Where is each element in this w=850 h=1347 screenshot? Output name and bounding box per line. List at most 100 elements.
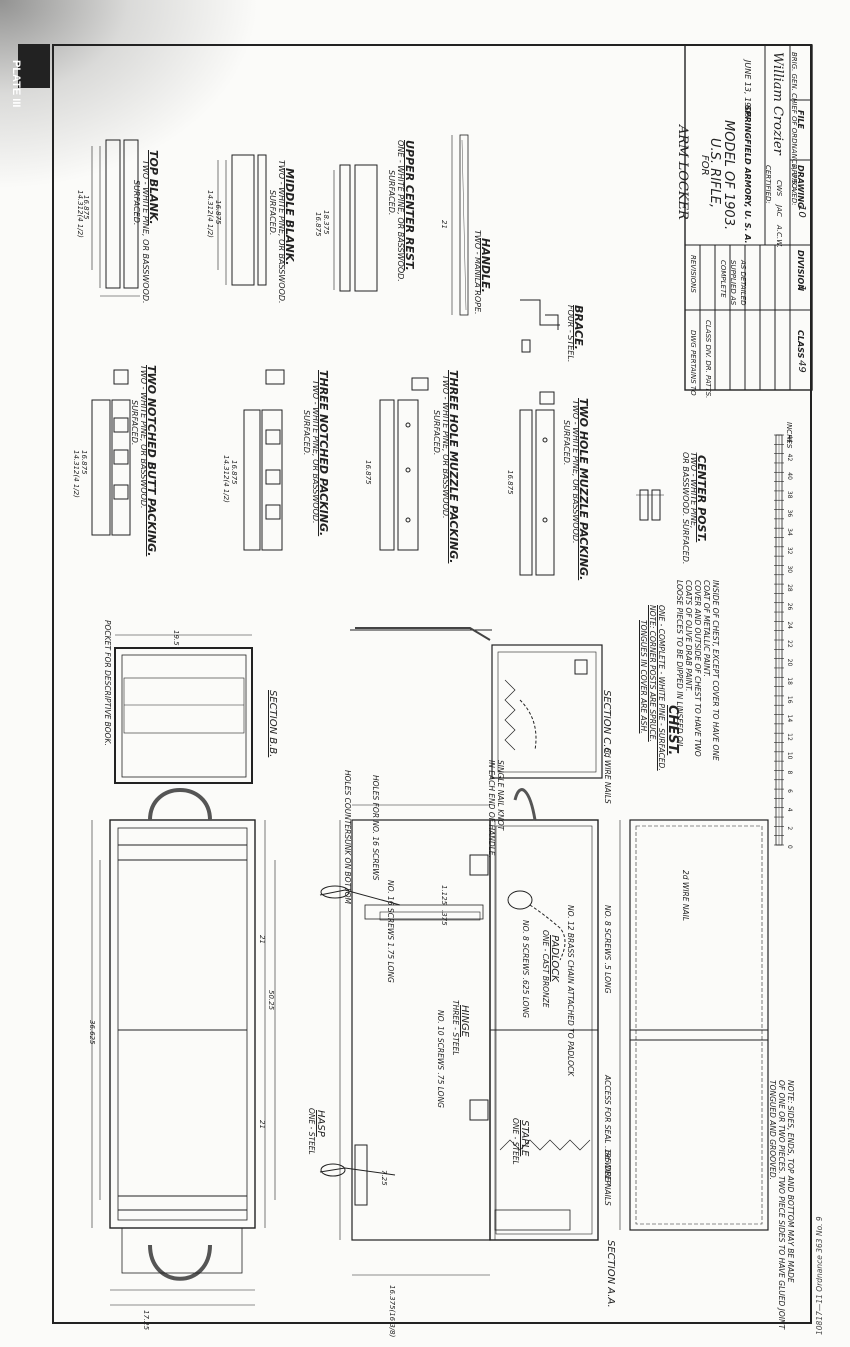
scale-tick-label: 10 <box>786 752 793 760</box>
single-nail-note2: IN EACH END OF HANDLE. <box>487 760 496 858</box>
scale-tick-label: 30 <box>786 565 793 573</box>
plan-dim-1725: 17.25 <box>142 1310 150 1331</box>
chest-line2: NOTE: CORNER POSTS ARE SPRUCE. <box>648 605 657 742</box>
tb-drawing-label: DRAWING <box>796 165 805 209</box>
three-notched-drawing <box>243 369 285 551</box>
wire-nails6-note: 6d WIRE NAILS <box>603 1150 612 1206</box>
tb-division-val: 1 <box>796 285 807 292</box>
section-bb-drawing <box>114 634 253 784</box>
two-hole-dim1: 16.875 <box>506 470 514 495</box>
plan-dim-16375: 16.375(16 3/8) <box>388 1285 396 1338</box>
tb-dwg-pertains: DWG PERTAINS TO <box>689 330 697 396</box>
staple-sub: ONE - STEEL <box>511 1118 520 1165</box>
handle-drawing <box>451 134 469 316</box>
tb-signature: William Crozier <box>770 52 785 155</box>
wire-nail-note: 2d WIRE NAIL <box>681 870 690 922</box>
plan-dim-21b: 21 <box>258 1120 266 1129</box>
center-post-drawing <box>636 489 664 521</box>
three-hole-dim1: 16.875 <box>364 460 372 485</box>
plate-tab <box>18 44 50 88</box>
scale-tick-label: 12 <box>786 733 793 741</box>
scale-tick-label: 4 <box>786 808 793 812</box>
upper-center-rest-dim1: 18.375 <box>322 210 330 235</box>
scale-tick-label: 20 <box>786 659 793 667</box>
paint-note-3: COVER AND OUTSIDE OF CHEST TO HAVE TWO <box>693 580 702 757</box>
chest-side-drawing <box>469 788 599 1241</box>
screws8b-note: NO. 8 SCREWS .5 LONG <box>603 905 612 994</box>
upper-center-rest-line1: ONE - WHITE PINE, OR BASSWOOD. <box>396 140 405 282</box>
paint-note-4: COATS OF OLIVE DRAB PAINT. <box>684 580 693 692</box>
paint-note-1: INSIDE OF CHEST, EXCEPT COVER TO HAVE ON… <box>711 580 720 761</box>
paint-note-5: LOOSE PIECES TO BE DIPPED IN LINSEED OIL… <box>675 580 684 751</box>
scale-tick-label: 32 <box>786 547 793 555</box>
scale-tick-label: 24 <box>786 621 793 629</box>
three-notched-dim1: 16.875 <box>230 460 238 485</box>
section-cc-drawing <box>350 627 603 779</box>
scan-shadow <box>0 0 260 190</box>
section-bb-label: SECTION B.B. <box>267 690 278 758</box>
plan-dim-36625: 36.625 <box>88 1020 96 1045</box>
pocket-note: POCKET FOR DESCRIPTIVE BOOK. <box>103 620 112 746</box>
bottom-note-3: TONGUED AND GROOVED. <box>768 1080 777 1181</box>
plan-dim-5025: 50.25 <box>267 990 275 1011</box>
tb-class-val: 49 <box>796 360 807 373</box>
scale-tick-label: 36 <box>786 510 793 518</box>
plan-dim-1125: 1.125 <box>440 885 448 906</box>
hinge-label: HINGE <box>459 1005 470 1038</box>
top-blank-line2: SURFACED. <box>132 180 141 226</box>
hinge-sub: THREE - STEEL <box>451 1000 460 1056</box>
padlock-label: PADLOCK <box>549 935 560 982</box>
two-notched-line2: SURFACED. <box>130 400 139 446</box>
tb-initials-3: A.C.W. <box>775 225 783 248</box>
tb-rev-row-3: SUPPLIED AS <box>729 260 737 306</box>
holes16-note: HOLES FOR NO. 16 SCREWS <box>371 775 380 881</box>
scale-tick-label: 16 <box>786 696 793 704</box>
scale-tick-label: 42 <box>786 454 793 462</box>
scale-tick-label: 44 <box>786 435 793 443</box>
tb-model: MODEL OF 1903. <box>721 120 736 231</box>
scale-tick-label: 18 <box>786 677 793 685</box>
scale-tick-label: 38 <box>786 491 793 499</box>
scale-ticks: 0246810121416182022242628303234363840424… <box>774 434 793 849</box>
top-blank-drawing <box>91 139 140 297</box>
scale-tick-label: 40 <box>786 472 793 480</box>
handle-line1: TWO - MANILA ROPE. <box>473 230 482 315</box>
chest-line3: TONGUES IN COVER ARE ASH. <box>639 620 648 734</box>
screws16-note: NO. 16 SCREWS 1.75 LONG <box>386 880 395 983</box>
middle-blank-line2: SURFACED. <box>268 190 277 236</box>
two-notched-dim2: 14.312(4 1/2) <box>72 450 80 498</box>
tb-class-label: CLASS <box>796 330 805 359</box>
middle-blank-dim2: 14.312(4 1/2) <box>206 190 214 238</box>
three-hole-line2: SURFACED. <box>432 410 441 456</box>
scale-tick-label: 6 <box>786 789 793 793</box>
tb-initials-1: CWS <box>775 180 783 197</box>
top-blank-line1: TWO - WHITE PINE, OR BASSWOOD. <box>141 160 150 304</box>
plan-dim-195: 19.5 <box>172 630 180 646</box>
tb-title: ARM LOCKER <box>675 125 690 220</box>
plan-dim-725: 7.25 <box>380 1170 388 1186</box>
upper-center-rest-drawing <box>333 164 378 292</box>
handle-dim: 21 <box>440 220 448 229</box>
tb-date: JUNE 13, 1906 <box>743 60 752 118</box>
three-notched-line1: TWO - WHITE PINE, OR BASSWOOD. <box>311 380 320 524</box>
tb-armory: SPRINGFIELD ARMORY, U. S. A. <box>743 105 752 244</box>
tb-rev-row-4: AS DETAILED <box>739 260 747 306</box>
holes-csk-note: HOLES COUNTERSUNK ON BOTTOM <box>343 770 352 905</box>
upper-center-rest-line2: SURFACED. <box>387 170 396 216</box>
top-blank-dim2: 14.312(4 1/2) <box>76 190 84 238</box>
plan-dim-21a: 21 <box>258 935 266 944</box>
three-notched-line2: SURFACED. <box>302 410 311 456</box>
paint-note-2: COAT OF METALLIC PAINT. <box>702 580 711 677</box>
three-notched-dim2: 14.312(4 1/2) <box>222 455 230 503</box>
scale-tick-label: 0 <box>786 845 793 849</box>
scale-tick-label: 28 <box>786 584 793 592</box>
brace-line1: FOUR - STEEL. <box>566 305 575 363</box>
middle-blank-line1: TWO - WHITE PINE, OR BASSWOOD. <box>277 160 286 304</box>
tb-revisions: REVISIONS <box>689 255 697 293</box>
hasp-label: HASP <box>315 1110 326 1137</box>
tb-rifle: U.S. RIFLE, <box>707 138 722 209</box>
tb-certified: CERTIFIED: <box>764 165 772 204</box>
single-nail-note: SINGLE NAIL KNOT <box>496 760 505 831</box>
bottom-note-2: OF ONE OR TWO PIECES. TWO PIECE SIDES TO… <box>777 1080 786 1330</box>
